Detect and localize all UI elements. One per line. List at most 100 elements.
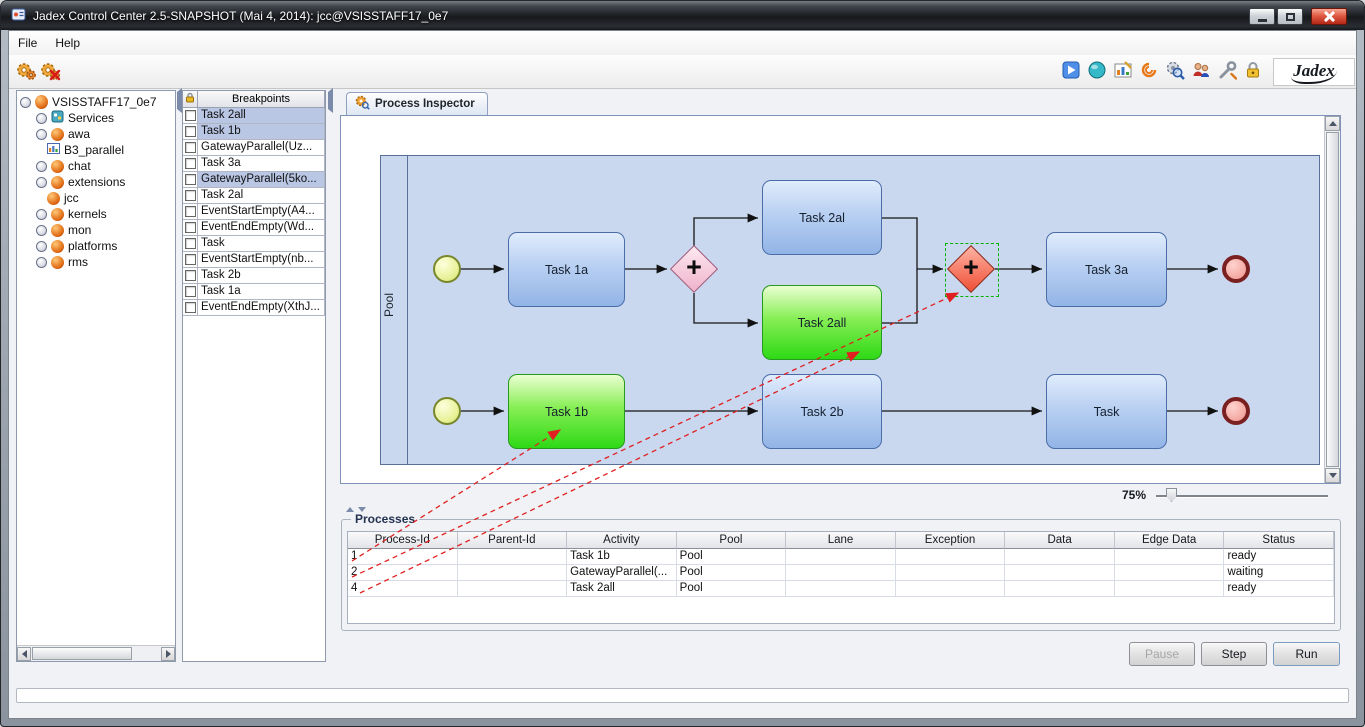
breakpoint-row[interactable]: Task 3a bbox=[183, 156, 325, 172]
breakpoint-row[interactable]: EventEndEmpty(XthJ... bbox=[183, 300, 325, 316]
column-header[interactable]: Parent-Id bbox=[458, 532, 568, 549]
bpmn-canvas[interactable]: Pool bbox=[340, 115, 1341, 484]
task-1b-node[interactable]: Task 1b bbox=[508, 374, 625, 449]
task-3a-node[interactable]: Task 3a bbox=[1046, 232, 1167, 307]
start-event-top[interactable] bbox=[433, 255, 461, 283]
tab-process-inspector[interactable]: Process Inspector bbox=[346, 92, 488, 115]
titlebar[interactable]: Jadex Control Center 2.5-SNAPSHOT (Mai 4… bbox=[1, 1, 1364, 30]
scroll-down-button[interactable] bbox=[1325, 468, 1340, 483]
pause-button[interactable]: Pause bbox=[1129, 642, 1195, 666]
expand-toggle-icon[interactable] bbox=[36, 161, 47, 172]
column-header[interactable]: Lane bbox=[786, 532, 896, 549]
minimize-button[interactable] bbox=[1249, 8, 1275, 25]
awareness-icon[interactable] bbox=[1087, 60, 1109, 82]
process-row[interactable]: 1 Task 1b Pool ready bbox=[348, 549, 1334, 565]
security-lock-icon[interactable] bbox=[1243, 60, 1265, 82]
process-row[interactable]: 4 Task 2all Pool ready bbox=[348, 581, 1334, 597]
column-header[interactable]: Exception bbox=[896, 532, 1006, 549]
start-platform-icon[interactable] bbox=[15, 60, 37, 82]
tree-item-mon[interactable]: mon bbox=[20, 222, 175, 238]
expand-toggle-icon[interactable] bbox=[36, 225, 47, 236]
breakpoints-column-header[interactable]: Breakpoints bbox=[198, 91, 325, 108]
expand-toggle-icon[interactable] bbox=[36, 209, 47, 220]
expand-toggle-icon[interactable] bbox=[36, 129, 47, 140]
end-event-bottom[interactable] bbox=[1222, 397, 1250, 425]
task-1a-node[interactable]: Task 1a bbox=[508, 232, 625, 307]
task-2b-node[interactable]: Task 2b bbox=[762, 374, 882, 449]
tree-item-platforms[interactable]: platforms bbox=[20, 238, 175, 254]
breakpoint-row[interactable]: Task 2b bbox=[183, 268, 325, 284]
breakpoint-checkbox[interactable] bbox=[185, 286, 196, 297]
breakpoint-checkbox[interactable] bbox=[185, 206, 196, 217]
tree-hscrollbar[interactable] bbox=[17, 645, 175, 661]
breakpoint-row[interactable]: EventStartEmpty(A4... bbox=[183, 204, 325, 220]
scroll-right-button[interactable] bbox=[161, 647, 175, 661]
users-icon[interactable] bbox=[1191, 60, 1213, 82]
breakpoint-row[interactable]: EventEndEmpty(Wd... bbox=[183, 220, 325, 236]
tree-item-chat[interactable]: chat bbox=[20, 158, 175, 174]
tree-item-services[interactable]: Services bbox=[20, 110, 175, 126]
start-event-bottom[interactable] bbox=[433, 397, 461, 425]
process-row[interactable]: 2 GatewayParallel(... Pool waiting bbox=[348, 565, 1334, 581]
end-event-top[interactable] bbox=[1222, 255, 1250, 283]
breakpoint-row[interactable]: Task 1b bbox=[183, 124, 325, 140]
breakpoint-checkbox[interactable] bbox=[185, 270, 196, 281]
tools-icon[interactable] bbox=[1217, 60, 1239, 82]
tree-item-root[interactable]: VSISSTAFF17_0e7 bbox=[20, 94, 175, 110]
scroll-up-button[interactable] bbox=[1325, 116, 1340, 131]
tree-item-awa[interactable]: awa bbox=[20, 126, 175, 142]
tree-item-b3-parallel[interactable]: B3_parallel bbox=[20, 142, 175, 158]
breakpoint-row[interactable]: GatewayParallel(5ko... bbox=[183, 172, 325, 188]
breakpoint-row[interactable]: GatewayParallel(Uz... bbox=[183, 140, 325, 156]
step-button[interactable]: Step bbox=[1201, 642, 1267, 666]
component-viewer-icon[interactable] bbox=[1165, 60, 1187, 82]
expand-toggle-icon[interactable] bbox=[36, 113, 47, 124]
column-header[interactable]: Edge Data bbox=[1115, 532, 1225, 549]
maximize-button[interactable] bbox=[1277, 8, 1303, 25]
menu-file[interactable]: File bbox=[9, 33, 46, 53]
breakpoint-row[interactable]: EventStartEmpty(nb... bbox=[183, 252, 325, 268]
zoom-slider-handle[interactable] bbox=[1166, 488, 1177, 502]
breakpoint-row[interactable]: Task 2all bbox=[183, 108, 325, 124]
run-button[interactable]: Run bbox=[1273, 642, 1340, 666]
scroll-left-button[interactable] bbox=[17, 647, 31, 661]
zoom-slider-track[interactable] bbox=[1156, 495, 1328, 498]
split-divider[interactable] bbox=[328, 92, 333, 110]
breakpoint-checkbox[interactable] bbox=[185, 158, 196, 169]
column-header[interactable]: Data bbox=[1005, 532, 1115, 549]
scrollbar-thumb[interactable] bbox=[1326, 132, 1339, 467]
expand-toggle-icon[interactable] bbox=[36, 241, 47, 252]
task-2al-node[interactable]: Task 2al bbox=[762, 180, 882, 255]
tree-item-rms[interactable]: rms bbox=[20, 254, 175, 270]
canvas-vscrollbar[interactable] bbox=[1324, 116, 1340, 483]
tree-item-jcc[interactable]: jcc bbox=[20, 190, 175, 206]
breakpoint-checkbox[interactable] bbox=[185, 142, 196, 153]
column-header[interactable]: Process-Id bbox=[348, 532, 458, 549]
horizontal-split-divider[interactable] bbox=[340, 505, 1341, 514]
collapse-left-icon[interactable] bbox=[328, 88, 333, 113]
lock-column-header[interactable] bbox=[183, 91, 198, 108]
breakpoint-checkbox[interactable] bbox=[185, 174, 196, 185]
breakpoint-checkbox[interactable] bbox=[185, 126, 196, 137]
breakpoint-checkbox[interactable] bbox=[185, 302, 196, 313]
chart-icon[interactable] bbox=[1113, 60, 1135, 82]
tree-item-extensions[interactable]: extensions bbox=[20, 174, 175, 190]
expand-toggle-icon[interactable] bbox=[36, 177, 47, 188]
breakpoint-checkbox[interactable] bbox=[185, 190, 196, 201]
breakpoint-checkbox[interactable] bbox=[185, 110, 196, 121]
breakpoint-row[interactable]: Task 2al bbox=[183, 188, 325, 204]
expand-toggle-icon[interactable] bbox=[20, 97, 31, 108]
breakpoint-checkbox[interactable] bbox=[185, 222, 196, 233]
kill-platform-icon[interactable] bbox=[39, 60, 61, 82]
menu-help[interactable]: Help bbox=[46, 33, 89, 53]
expand-toggle-icon[interactable] bbox=[36, 257, 47, 268]
starter-icon[interactable] bbox=[1061, 60, 1083, 82]
task-node[interactable]: Task bbox=[1046, 374, 1167, 449]
breakpoint-row[interactable]: Task bbox=[183, 236, 325, 252]
column-header[interactable]: Activity bbox=[567, 532, 677, 549]
column-header[interactable]: Pool bbox=[677, 532, 787, 549]
breakpoint-checkbox[interactable] bbox=[185, 238, 196, 249]
column-header[interactable]: Status bbox=[1224, 532, 1334, 549]
simulation-icon[interactable] bbox=[1139, 60, 1161, 82]
breakpoint-row[interactable]: Task 1a bbox=[183, 284, 325, 300]
